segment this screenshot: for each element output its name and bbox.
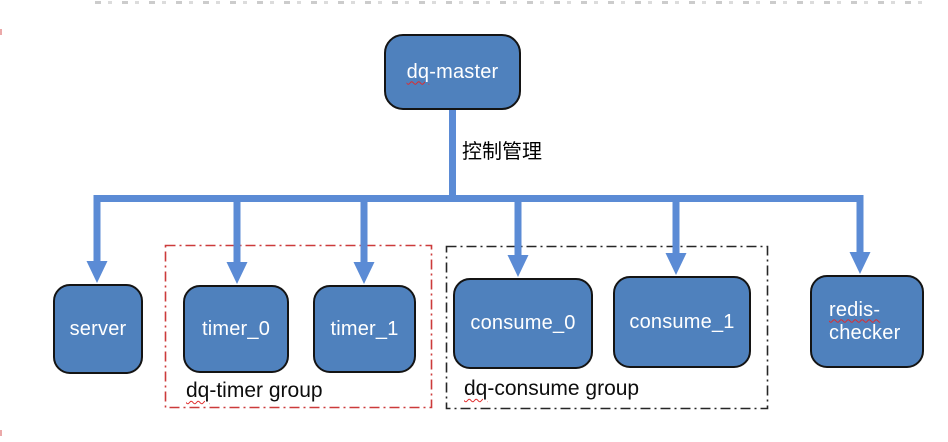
- timer-group-label: dq-timer group: [186, 379, 323, 403]
- misspell-underlined-text: redis-: [829, 298, 881, 321]
- arrowhead-consume0-icon: [507, 255, 529, 277]
- node-label-text: timer_0: [201, 317, 271, 340]
- node-redis-checker: redis- checker: [810, 275, 924, 368]
- node-server: server: [53, 284, 143, 374]
- node-label-text: consume_1: [629, 310, 735, 333]
- timer-group-box: [164, 244, 433, 409]
- arrowhead-redis-icon: [849, 252, 871, 274]
- node-label-text: -master: [429, 60, 499, 83]
- node-label-text: server: [69, 317, 127, 340]
- group-label-text: -timer group: [209, 379, 323, 402]
- group-label-text: -consume group: [487, 377, 640, 400]
- node-timer-1: timer_1: [313, 285, 416, 373]
- misspell-underlined-text: dq: [406, 60, 430, 83]
- edge-label-control-management: 控制管理: [462, 141, 542, 163]
- node-label-text: checker: [829, 321, 901, 344]
- left-edge-artifact: [0, 29, 2, 35]
- arrowhead-consume1-icon: [665, 253, 687, 275]
- node-label-text: consume_0: [470, 312, 576, 334]
- node-consume-1: consume_1: [613, 276, 751, 368]
- misspell-underlined-text: dq: [464, 377, 488, 400]
- node-dq-master: dq-master: [384, 34, 521, 110]
- cropped-text-artifact: [95, 1, 930, 4]
- arrowhead-server-icon: [86, 261, 108, 283]
- node-dq-master-label: dq-master: [407, 61, 499, 84]
- node-label-text: timer_1: [330, 317, 399, 340]
- node-consume-0: consume_0: [453, 278, 593, 369]
- arrowhead-timer1-icon: [353, 262, 375, 284]
- arrowhead-timer0-icon: [226, 262, 248, 284]
- left-edge-artifact: [0, 430, 2, 436]
- consume-group-box: [445, 245, 769, 410]
- node-timer-0: timer_0: [183, 285, 289, 373]
- misspell-underlined-text: dq: [186, 379, 210, 402]
- consume-group-label: dq-consume group: [464, 377, 639, 401]
